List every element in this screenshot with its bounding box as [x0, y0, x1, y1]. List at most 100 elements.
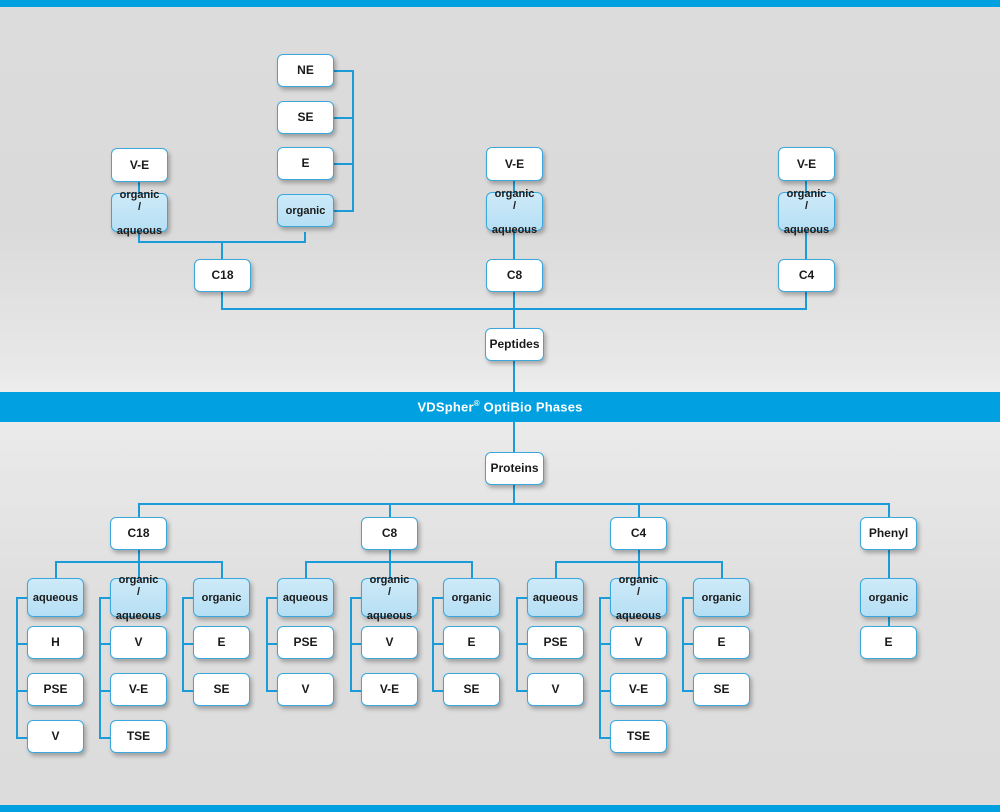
connector-b-c4-fan-oa — [638, 561, 640, 578]
node-c8-organic-aqueous[interactable]: organic / aqueous — [361, 574, 418, 622]
node-c4-organic-se[interactable]: SE — [693, 673, 750, 706]
connector-c4-to-bus — [805, 292, 807, 310]
node-label: organic / aqueous — [486, 188, 543, 236]
rail-c4-or-2 — [682, 690, 695, 692]
node-c4-organic-aqueous[interactable]: organic / aqueous — [610, 574, 667, 622]
node-c4-organic-e[interactable]: E — [693, 626, 750, 659]
node-peptides-c8[interactable]: C8 — [486, 259, 543, 292]
rail-c8-oa-head — [350, 597, 363, 599]
rail-c8-aq-head — [266, 597, 279, 599]
connector-organic-spine — [352, 70, 354, 212]
node-c18-aqueous-h[interactable]: H — [27, 626, 84, 659]
node-label: SE — [713, 682, 730, 696]
node-label: Proteins — [490, 461, 539, 475]
node-phenyl-organic[interactable]: organic — [860, 578, 917, 617]
node-proteins-root[interactable]: Proteins — [485, 452, 544, 485]
node-c18-aqueous[interactable]: aqueous — [27, 578, 84, 617]
node-peptides-ne[interactable]: NE — [277, 54, 334, 87]
node-label: organic — [701, 591, 742, 604]
connector-bus-to-b-c8 — [389, 503, 391, 517]
node-proteins-c4[interactable]: C4 — [610, 517, 667, 550]
node-peptides-c4-organic-aqueous[interactable]: organic / aqueous — [778, 188, 835, 236]
node-peptides-c4-ve[interactable]: V-E — [778, 147, 835, 181]
node-peptides-root[interactable]: Peptides — [485, 328, 544, 361]
node-label: TSE — [126, 729, 151, 743]
mode-line-1: organic / — [369, 573, 410, 598]
node-c18-oa-tse[interactable]: TSE — [110, 720, 167, 753]
node-label: E — [301, 156, 310, 170]
node-c4-aqueous-pse[interactable]: PSE — [527, 626, 584, 659]
node-c8-aqueous-v[interactable]: V — [277, 673, 334, 706]
connector-peptides-to-banner — [513, 361, 515, 393]
registered-mark: ® — [473, 399, 480, 409]
node-c4-aqueous[interactable]: aqueous — [527, 578, 584, 617]
connector-phenyl-organic-to-e — [888, 617, 890, 626]
node-c4-oa-ve[interactable]: V-E — [610, 673, 667, 706]
node-c8-organic-se[interactable]: SE — [443, 673, 500, 706]
node-proteins-c8[interactable]: C8 — [361, 517, 418, 550]
node-c8-organic[interactable]: organic — [443, 578, 500, 617]
node-proteins-phenyl[interactable]: Phenyl — [860, 517, 917, 550]
node-c8-organic-e[interactable]: E — [443, 626, 500, 659]
node-label: V-E — [128, 682, 149, 696]
connector-phenyl-to-organic — [888, 550, 890, 578]
connector-b-c8-fan-aq — [305, 561, 307, 578]
node-label: organic — [451, 591, 492, 604]
node-label: C18 — [211, 268, 234, 282]
top-accent-bar — [0, 0, 1000, 7]
connector-banner-to-proteins — [513, 422, 515, 452]
node-c4-organic[interactable]: organic — [693, 578, 750, 617]
node-peptides-e[interactable]: E — [277, 147, 334, 180]
node-c18-organic-aqueous[interactable]: organic / aqueous — [110, 574, 167, 622]
node-c4-oa-v[interactable]: V — [610, 626, 667, 659]
node-peptides-c4[interactable]: C4 — [778, 259, 835, 292]
node-label: H — [51, 635, 60, 649]
node-label: C4 — [798, 268, 815, 282]
connector-c4-ve-to-oa — [805, 181, 807, 193]
rail-c8-or-1 — [432, 643, 445, 645]
connector-c8-oa-to-c8 — [513, 231, 515, 259]
node-c18-organic-e[interactable]: E — [193, 626, 250, 659]
banner-brand: VDSpher — [417, 399, 474, 415]
node-peptides-c18-organic-aqueous[interactable]: organic / aqueous — [111, 189, 168, 237]
node-label: E — [884, 635, 893, 649]
node-peptides-se[interactable]: SE — [277, 101, 334, 134]
node-c8-oa-ve[interactable]: V-E — [361, 673, 418, 706]
node-c8-aqueous[interactable]: aqueous — [277, 578, 334, 617]
node-label: Peptides — [489, 337, 540, 351]
node-peptides-c18[interactable]: C18 — [194, 259, 251, 292]
node-c18-organic-se[interactable]: SE — [193, 673, 250, 706]
connector-b-c18-fan-aq — [55, 561, 57, 578]
node-proteins-c18[interactable]: C18 — [110, 517, 167, 550]
node-phenyl-organic-e[interactable]: E — [860, 626, 917, 659]
node-c4-aqueous-v[interactable]: V — [527, 673, 584, 706]
node-c8-oa-v[interactable]: V — [361, 626, 418, 659]
node-label: C8 — [506, 268, 523, 282]
node-peptides-c18-ve[interactable]: V-E — [111, 148, 168, 182]
node-label: E — [217, 635, 226, 649]
node-c18-aqueous-v[interactable]: V — [27, 720, 84, 753]
node-c4-oa-tse[interactable]: TSE — [610, 720, 667, 753]
connector-proteins-bus — [138, 503, 890, 505]
rail-c4-or-1 — [682, 643, 695, 645]
rail-c18-organic-aqueous — [99, 597, 101, 739]
node-peptides-c8-organic-aqueous[interactable]: organic / aqueous — [486, 188, 543, 236]
node-c18-aqueous-pse[interactable]: PSE — [27, 673, 84, 706]
node-peptides-c18-organic[interactable]: organic — [277, 194, 334, 227]
node-c18-oa-ve[interactable]: V-E — [110, 673, 167, 706]
node-c18-oa-v[interactable]: V — [110, 626, 167, 659]
rail-c18-or-1 — [182, 643, 195, 645]
node-label: TSE — [626, 729, 651, 743]
rail-c4-aq-2 — [516, 690, 529, 692]
node-c8-aqueous-pse[interactable]: PSE — [277, 626, 334, 659]
rail-c8-or-head — [432, 597, 445, 599]
rail-c18-aq-1 — [16, 643, 29, 645]
rail-c8-or-2 — [432, 690, 445, 692]
node-peptides-c8-ve[interactable]: V-E — [486, 147, 543, 181]
connector-b-c8-fan-oa — [389, 561, 391, 578]
banner-title: VDSpher® OptiBio Phases — [417, 399, 582, 414]
rail-c8-oa-1 — [350, 643, 363, 645]
node-c18-organic[interactable]: organic — [193, 578, 250, 617]
node-label: V — [385, 635, 394, 649]
